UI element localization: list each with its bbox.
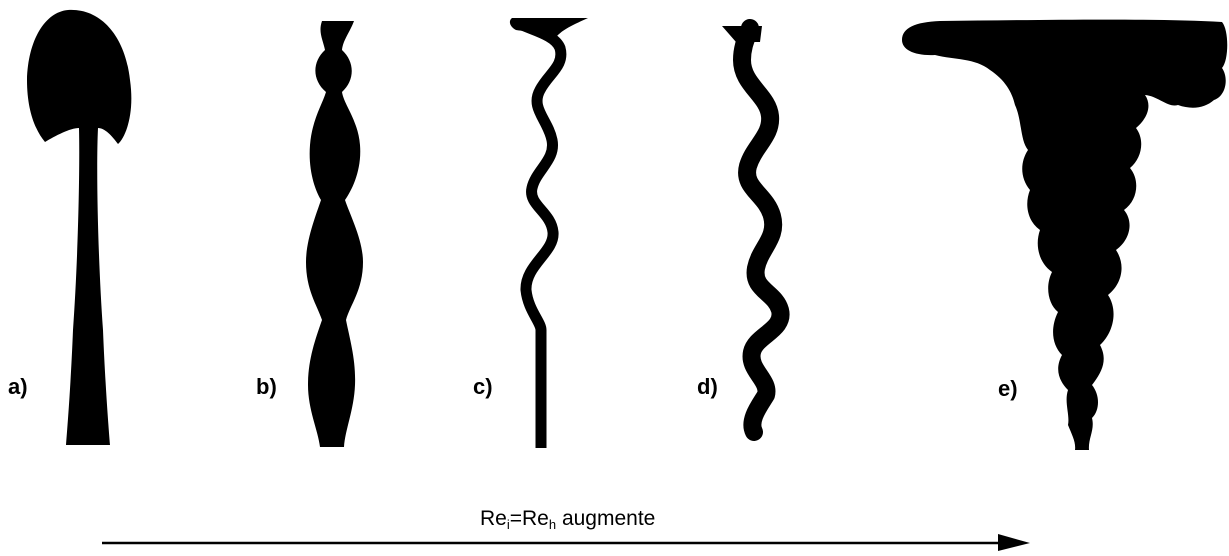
caption-re-i: Re xyxy=(480,507,507,530)
arrow-head xyxy=(998,534,1030,551)
jet-shape-d xyxy=(742,28,781,432)
caption-re-h: Re xyxy=(522,507,549,530)
panel-label-b: b) xyxy=(256,376,277,398)
jet-shape-a xyxy=(27,10,131,445)
jet-shape-c xyxy=(520,24,561,448)
panel-label-d: d) xyxy=(697,376,718,398)
jet-shape-b xyxy=(306,21,363,447)
jet-shape-e xyxy=(902,20,1227,450)
axis-caption: Rei=Reh augmente xyxy=(480,508,655,531)
jet-head-d xyxy=(722,26,762,42)
panel-label-c: c) xyxy=(473,376,493,398)
panel-label-a: a) xyxy=(8,376,28,398)
caption-tail: augmente xyxy=(556,507,655,530)
caption-equals: = xyxy=(510,507,522,530)
panel-label-e: e) xyxy=(998,378,1018,400)
